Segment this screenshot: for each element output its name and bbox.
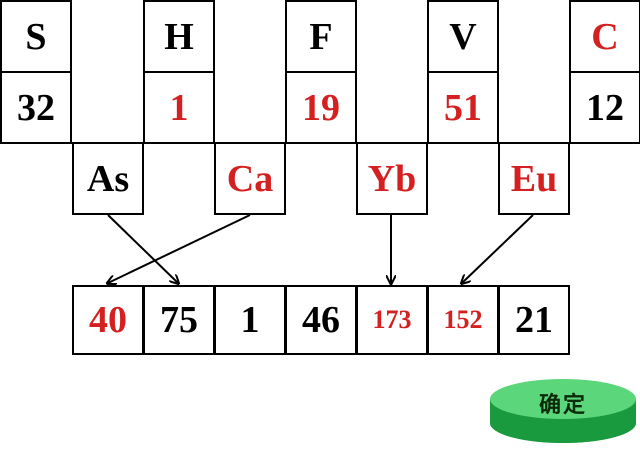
- top-symbol-cell[interactable]: V: [427, 0, 499, 73]
- arrow-as-to-75: [107, 214, 178, 283]
- top-symbol-cell[interactable]: H: [143, 0, 215, 73]
- answer-cell[interactable]: 21: [498, 285, 570, 355]
- answer-cell[interactable]: 1: [214, 285, 286, 355]
- top-value-cell[interactable]: 19: [285, 71, 357, 144]
- answer-cell[interactable]: 46: [285, 285, 357, 355]
- confirm-button-shape: [490, 379, 636, 443]
- middle-symbol-cell[interactable]: Ca: [214, 142, 286, 215]
- top-symbol-cell[interactable]: C: [569, 0, 640, 73]
- top-value-cell[interactable]: 1: [143, 71, 215, 144]
- confirm-button-label: 确定: [538, 393, 587, 418]
- top-value-cell[interactable]: 32: [0, 71, 72, 144]
- answer-cell[interactable]: 75: [143, 285, 215, 355]
- top-symbol-cell[interactable]: S: [0, 0, 72, 73]
- top-value-cell[interactable]: 51: [427, 71, 499, 144]
- arrow-ca-to-40: [108, 214, 251, 283]
- answer-cell[interactable]: 40: [72, 285, 144, 355]
- top-symbol-cell[interactable]: F: [285, 0, 357, 73]
- answer-cell[interactable]: 152: [427, 285, 499, 355]
- top-value-cell[interactable]: 12: [569, 71, 640, 144]
- answer-cell[interactable]: 173: [356, 285, 428, 355]
- confirm-button[interactable]: 确定: [488, 377, 638, 445]
- middle-symbol-cell[interactable]: Yb: [356, 142, 428, 215]
- arrow-eu-to-152: [462, 214, 534, 283]
- middle-symbol-cell[interactable]: Eu: [498, 142, 570, 215]
- middle-symbol-cell[interactable]: As: [72, 142, 144, 215]
